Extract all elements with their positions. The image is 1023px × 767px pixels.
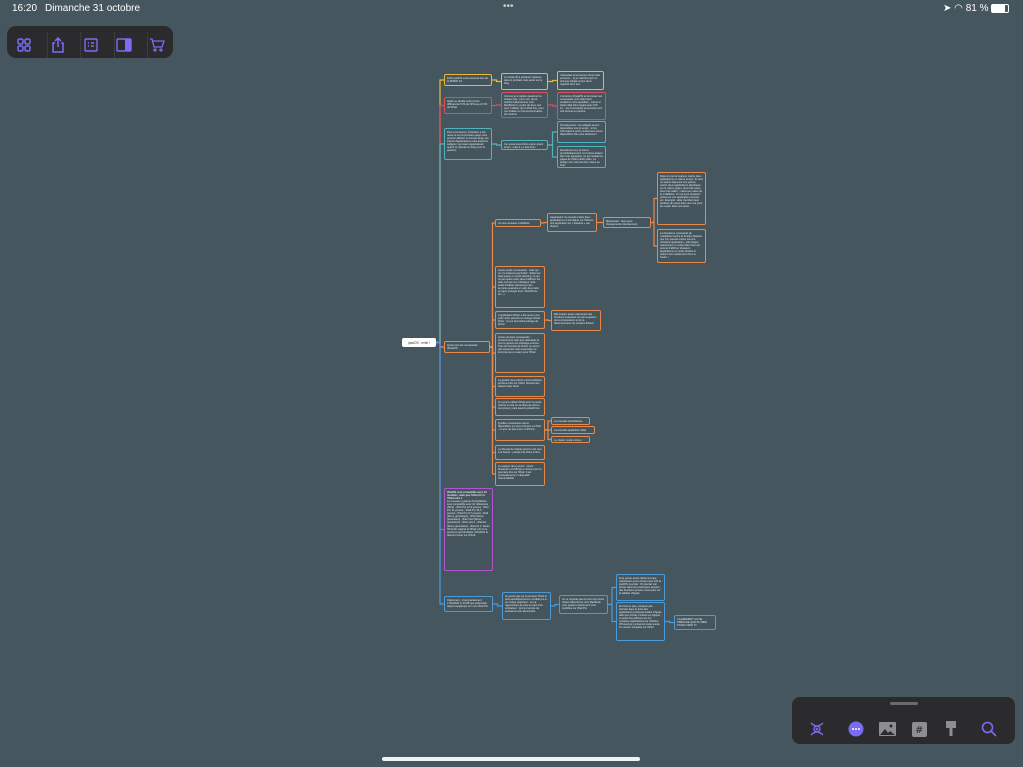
focus-icon[interactable] xyxy=(807,719,827,739)
battery-percent: 81 % xyxy=(965,3,989,14)
mindmap-node[interactable]: L'application fichier a été revue pour e… xyxy=(495,311,545,329)
mindmap-node[interactable]: Comme je le répète quasiment à chaque fo… xyxy=(501,92,548,118)
mindmap-root-node[interactable]: ipadOS : enfin ! xyxy=(402,338,436,347)
drag-handle[interactable] xyxy=(890,702,918,705)
mindmap-node[interactable]: Elle intègre aussi maintenant des foncti… xyxy=(551,310,601,331)
connector-line xyxy=(436,143,444,344)
cart-icon[interactable] xyxy=(146,34,168,56)
mindmap-node[interactable]: CLAIREMENT ÇA NE PRÉSAGE QUE DU BIEN POU… xyxy=(674,615,716,630)
connector-line xyxy=(551,603,559,607)
connector-line xyxy=(492,143,501,146)
connector-line xyxy=(548,104,557,107)
home-indicator[interactable] xyxy=(382,757,640,761)
mindmap-node[interactable]: Et n'est-ce pas, pourquoi pas l'arrivée … xyxy=(616,602,665,641)
connector-line xyxy=(545,319,551,322)
mindmap-node[interactable]: J'attendais énormément d'une telle annon… xyxy=(557,71,604,90)
mindmap-node[interactable]: Quels sont les nouveautés d'ipadOS xyxy=(444,341,490,353)
share-icon[interactable] xyxy=(47,34,69,56)
bottom-toolbar: # xyxy=(792,697,1015,744)
search-icon[interactable] xyxy=(979,719,999,739)
mindmap-node[interactable]: Autres petite nouveautés : mais qui on n… xyxy=(495,266,545,308)
mindmap-node[interactable]: Je ne regrette pas du tout mon choix d'a… xyxy=(559,595,608,614)
mindmap-node[interactable]: Autres grosses nouveautés : certainement… xyxy=(495,333,545,373)
connector-line xyxy=(548,131,557,146)
connector-line xyxy=(548,144,557,158)
connector-line xyxy=(492,79,501,83)
mindmap-node[interactable]: Le support de la souris : souris bluetoo… xyxy=(495,462,545,486)
connector-line xyxy=(665,620,674,624)
mindmap-node[interactable]: Auparavant on pouvait mettre deux applic… xyxy=(547,213,597,232)
mindmap-node[interactable]: Deuxièmement, je trouve qu'esthétiquemen… xyxy=(557,146,606,168)
mindmap-node[interactable]: Pour commencer, l'interface a été revue … xyxy=(444,128,492,160)
mindmap-node[interactable]: Je pense que ça va amener l'iPad et plus… xyxy=(502,592,551,620)
connector-line xyxy=(541,221,547,224)
mindmap-node[interactable]: Quelles nouveautés seront disponibles su… xyxy=(495,419,545,441)
connector-line xyxy=(548,79,557,83)
divider xyxy=(114,32,115,58)
mindmap-node[interactable]: Premièrement : les widgets seront dispon… xyxy=(557,121,606,143)
sidebar-icon[interactable] xyxy=(113,34,135,56)
image-icon[interactable] xyxy=(877,719,897,739)
outline-icon[interactable] xyxy=(80,34,102,56)
mindmap-node[interactable]: Ce nouvel peut-il être perçu grand écran… xyxy=(501,140,548,150)
node-body: Le nouveau système d'exploitation sera c… xyxy=(447,499,490,537)
battery-icon xyxy=(991,3,1010,13)
multitasking-dots[interactable]: ••• xyxy=(503,1,514,12)
mindmap-node[interactable]: Et je pense aussi clairement que mainten… xyxy=(616,574,665,601)
mindmap-node[interactable]: Maintenant : deux gros changements inter… xyxy=(603,217,651,228)
more-icon[interactable] xyxy=(846,719,866,739)
node-title: iPadOS sera compatible avec 10 modèles, … xyxy=(447,490,487,500)
divider xyxy=(47,32,48,58)
mindmap-node[interactable]: La nouvelle photothèque xyxy=(551,417,590,425)
connector-line xyxy=(436,341,444,605)
mindmap-node[interactable]: Le clavier mode contour xyxy=(551,436,590,443)
grid-icon[interactable] xyxy=(13,34,35,56)
divider xyxy=(80,32,81,58)
connector-line xyxy=(651,221,657,247)
mindmap-node[interactable]: Déjà on pourra toujours mettre deux appl… xyxy=(657,172,706,225)
mindmap-node[interactable]: Enfin ipadOS a été annoncé lors de la WW… xyxy=(444,74,492,86)
style-brush-icon[interactable] xyxy=(941,719,961,739)
mindmap-node[interactable]: Clairement : c'est grandement L'AVANCE À… xyxy=(444,596,493,612)
mindmap-node[interactable]: iPadOS sera compatible avec 10 modèles, … xyxy=(444,488,493,571)
connector-line xyxy=(545,429,551,441)
divider xyxy=(147,32,148,58)
mindmap-node[interactable]: Un tout nouveau multitâche xyxy=(495,219,541,227)
mindmap-node[interactable]: Apple se décide enfin à bien différencie… xyxy=(444,97,492,114)
mindmap-node[interactable]: La Deuxième nouveauté de multitâche touc… xyxy=(657,229,706,263)
mindmap-node[interactable]: La nouvelle application Mail xyxy=(551,426,595,434)
mindmap-node[interactable]: On pourra utiliser l'iPad avec la souris… xyxy=(495,398,545,416)
svg-text:#: # xyxy=(915,725,923,736)
mindmap-node[interactable]: L'annonce d'ipadOS et de toutes ses nouv… xyxy=(557,92,606,120)
tag-icon[interactable]: # xyxy=(909,719,929,739)
connector-line xyxy=(608,586,616,606)
status-indicators: ➤ ◠ 81 % xyxy=(943,3,1010,14)
connector-line xyxy=(493,603,502,607)
connector-line xyxy=(490,346,495,475)
location-icon: ➤ xyxy=(943,3,952,14)
top-toolbar xyxy=(7,26,173,58)
mindmap-node[interactable]: Je l'avais dit à plusieurs reprises dans… xyxy=(501,73,548,90)
status-time: 16:20 xyxy=(12,3,38,14)
mindmap-node[interactable]: La gestion des polices personnalisées ar… xyxy=(495,376,545,397)
connector-line xyxy=(492,104,501,107)
wifi-icon: ◠ xyxy=(954,3,963,14)
status-date: Dimanche 31 octobre xyxy=(45,3,141,14)
mindmap-node[interactable]: Le Memoji de l'Apple pencil a été revu à… xyxy=(495,445,545,460)
connector-line xyxy=(608,603,616,623)
